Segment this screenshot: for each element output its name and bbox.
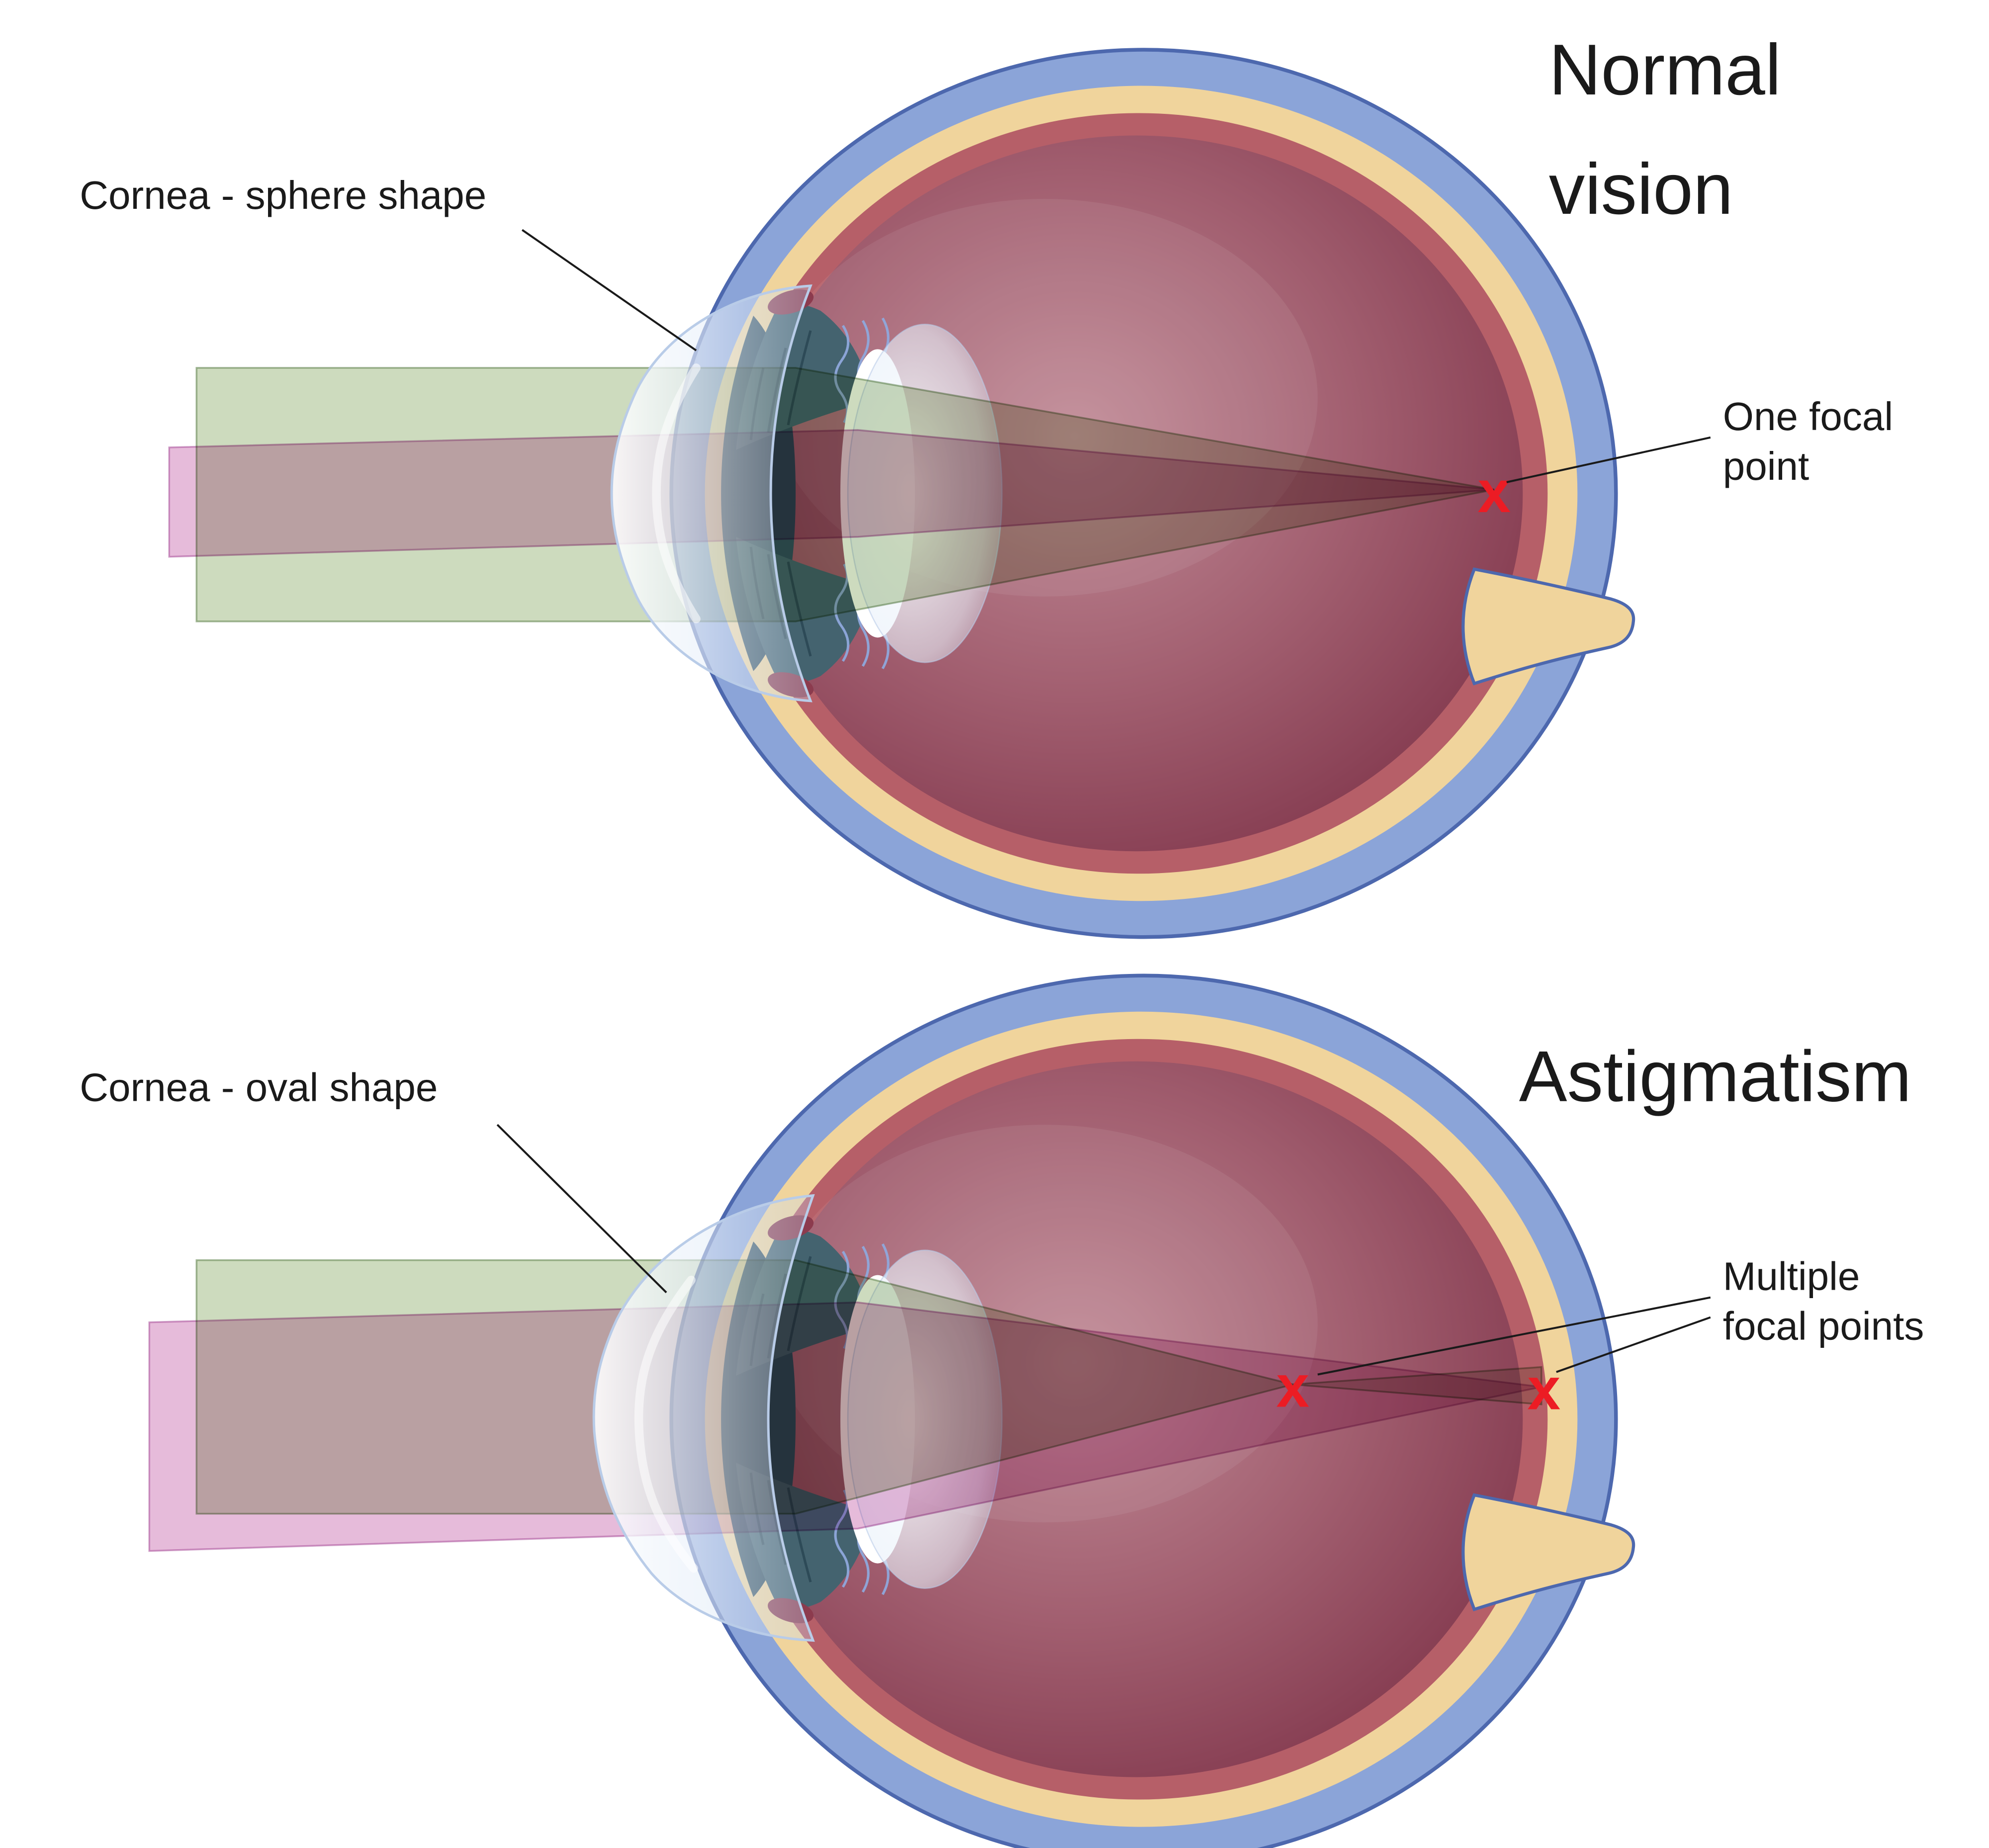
cornea-highlight-normal bbox=[652, 363, 701, 623]
panel-title-normal-line1: Normal bbox=[1549, 29, 1781, 110]
focal-leader-line-normal bbox=[1506, 436, 1711, 483]
focal-point-mark-near: x bbox=[1276, 1353, 1310, 1420]
focal-point-mark-normal: x bbox=[1477, 458, 1511, 525]
focal-label-normal-line2: point bbox=[1723, 444, 1809, 488]
focal-leader-line-far bbox=[1556, 1316, 1711, 1373]
panel-title-normal-line2: vision bbox=[1549, 149, 1733, 229]
cornea-label-astigmatism: Cornea - oval shape bbox=[80, 1065, 438, 1110]
cornea-oval bbox=[592, 1194, 815, 1642]
cornea-label-normal: Cornea - sphere shape bbox=[80, 173, 486, 217]
focal-label-astigmatism-line1: Multiple bbox=[1723, 1254, 1860, 1299]
cornea-leader-line-astigmatism bbox=[496, 1124, 667, 1294]
focal-label-normal-line1: One focal bbox=[1723, 394, 1893, 439]
cornea-leader-line-normal bbox=[521, 229, 697, 352]
focal-label-astigmatism-line2: focal points bbox=[1723, 1304, 1924, 1348]
cornea-sphere bbox=[610, 284, 813, 703]
astigmatism-panel: x x Cornea - oval shape Astigmatism Mult… bbox=[80, 975, 1924, 1848]
panel-title-astigmatism-line1: Astigmatism bbox=[1519, 1036, 1911, 1117]
focal-leader-line-near bbox=[1317, 1296, 1711, 1376]
focal-point-mark-far: x bbox=[1527, 1356, 1560, 1422]
normal-vision-panel: x Cornea - sphere shape Normal vision On… bbox=[80, 29, 1893, 937]
cornea-highlight-astigmatism bbox=[634, 1275, 698, 1573]
